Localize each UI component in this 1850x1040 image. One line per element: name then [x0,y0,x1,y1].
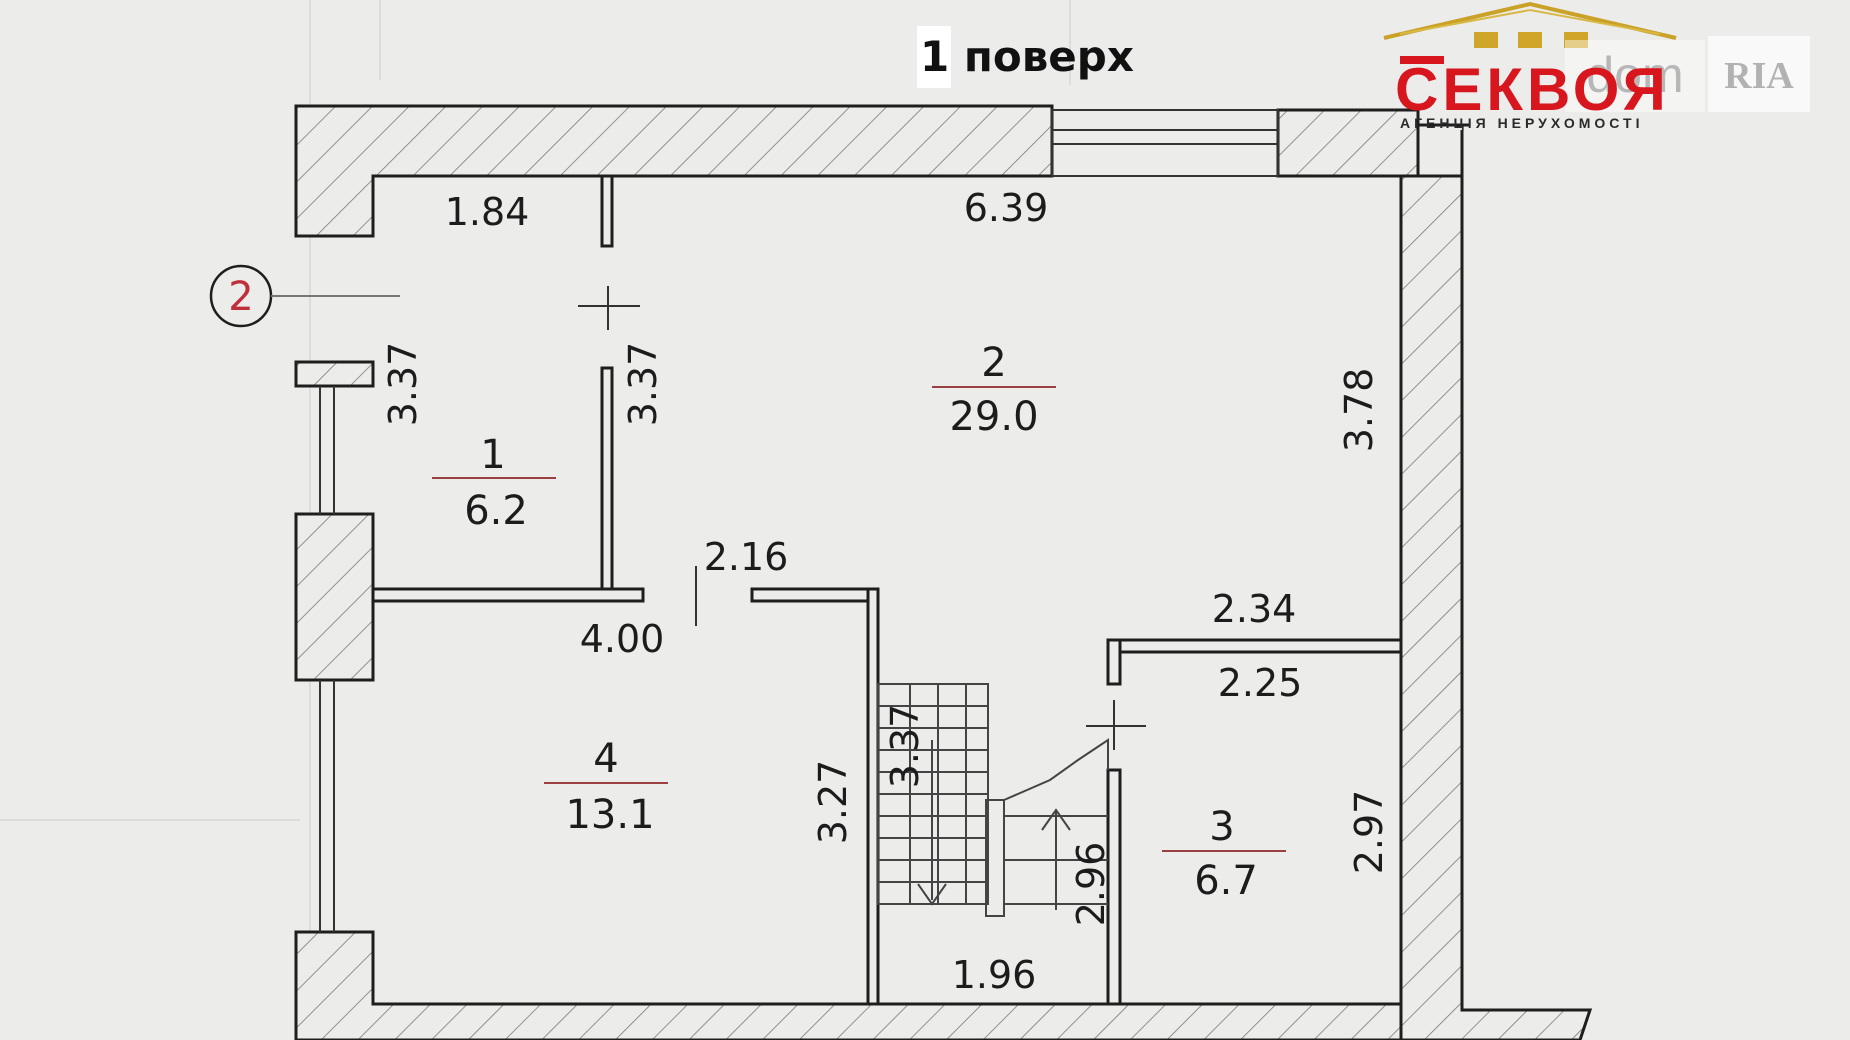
room-3-area: 6.7 [1194,858,1258,904]
room-4-area: 13.1 [565,792,654,838]
logo-brand: СЕКВОЯ [1395,56,1670,123]
room-3-number: 3 [1209,804,1234,850]
dim-room3-wall-top: 2.34 [1212,587,1297,631]
title-text: поверх [963,32,1134,81]
tick-marks [578,286,1146,750]
interior-walls [371,174,1403,1006]
dim-stair-height: 3.37 [883,704,927,789]
right-exterior [1418,123,1470,1010]
dim-room2-right: 3.78 [1337,368,1381,453]
dim-corridor-bottom: 1.96 [952,953,1037,997]
room-1-area: 6.2 [464,488,528,534]
dim-room3-top: 2.25 [1218,661,1303,705]
room-1-number: 1 [480,432,505,478]
room-2-number: 2 [981,340,1006,386]
dim-room3-right: 2.97 [1347,790,1391,875]
ria-watermark: RIA [1708,36,1810,112]
logo-roof-icon [1383,1,1677,64]
staircase [877,683,1109,917]
dim-room4-right: 3.27 [811,760,855,845]
left-windows [319,386,335,932]
logo-tagline: АГЕНЦІЯ НЕРУХОМОСТІ [1400,115,1644,131]
axis-marker: 2 [209,264,400,328]
dim-room1-left: 3.37 [381,342,425,427]
room-2-area: 29.0 [949,394,1038,440]
dim-door-opening: 2.16 [704,535,789,579]
room-label-lines [432,386,1286,852]
axis-marker-label: 2 [228,274,253,320]
dim-room1-top: 1.84 [445,190,530,234]
exterior-walls [294,104,1593,1040]
room-4-number: 4 [593,736,618,782]
top-window [1051,109,1279,177]
title-number-box [917,26,951,88]
title-number: 1 [920,32,950,81]
dom-watermark: dom [1565,40,1705,112]
dim-corridor-left: 2.96 [1069,842,1113,927]
dim-room4-top: 4.00 [580,617,665,661]
dim-room1-right: 3.37 [621,342,665,427]
page-title: 1 поверх [920,26,1134,88]
dim-room2-top: 6.39 [964,186,1049,230]
